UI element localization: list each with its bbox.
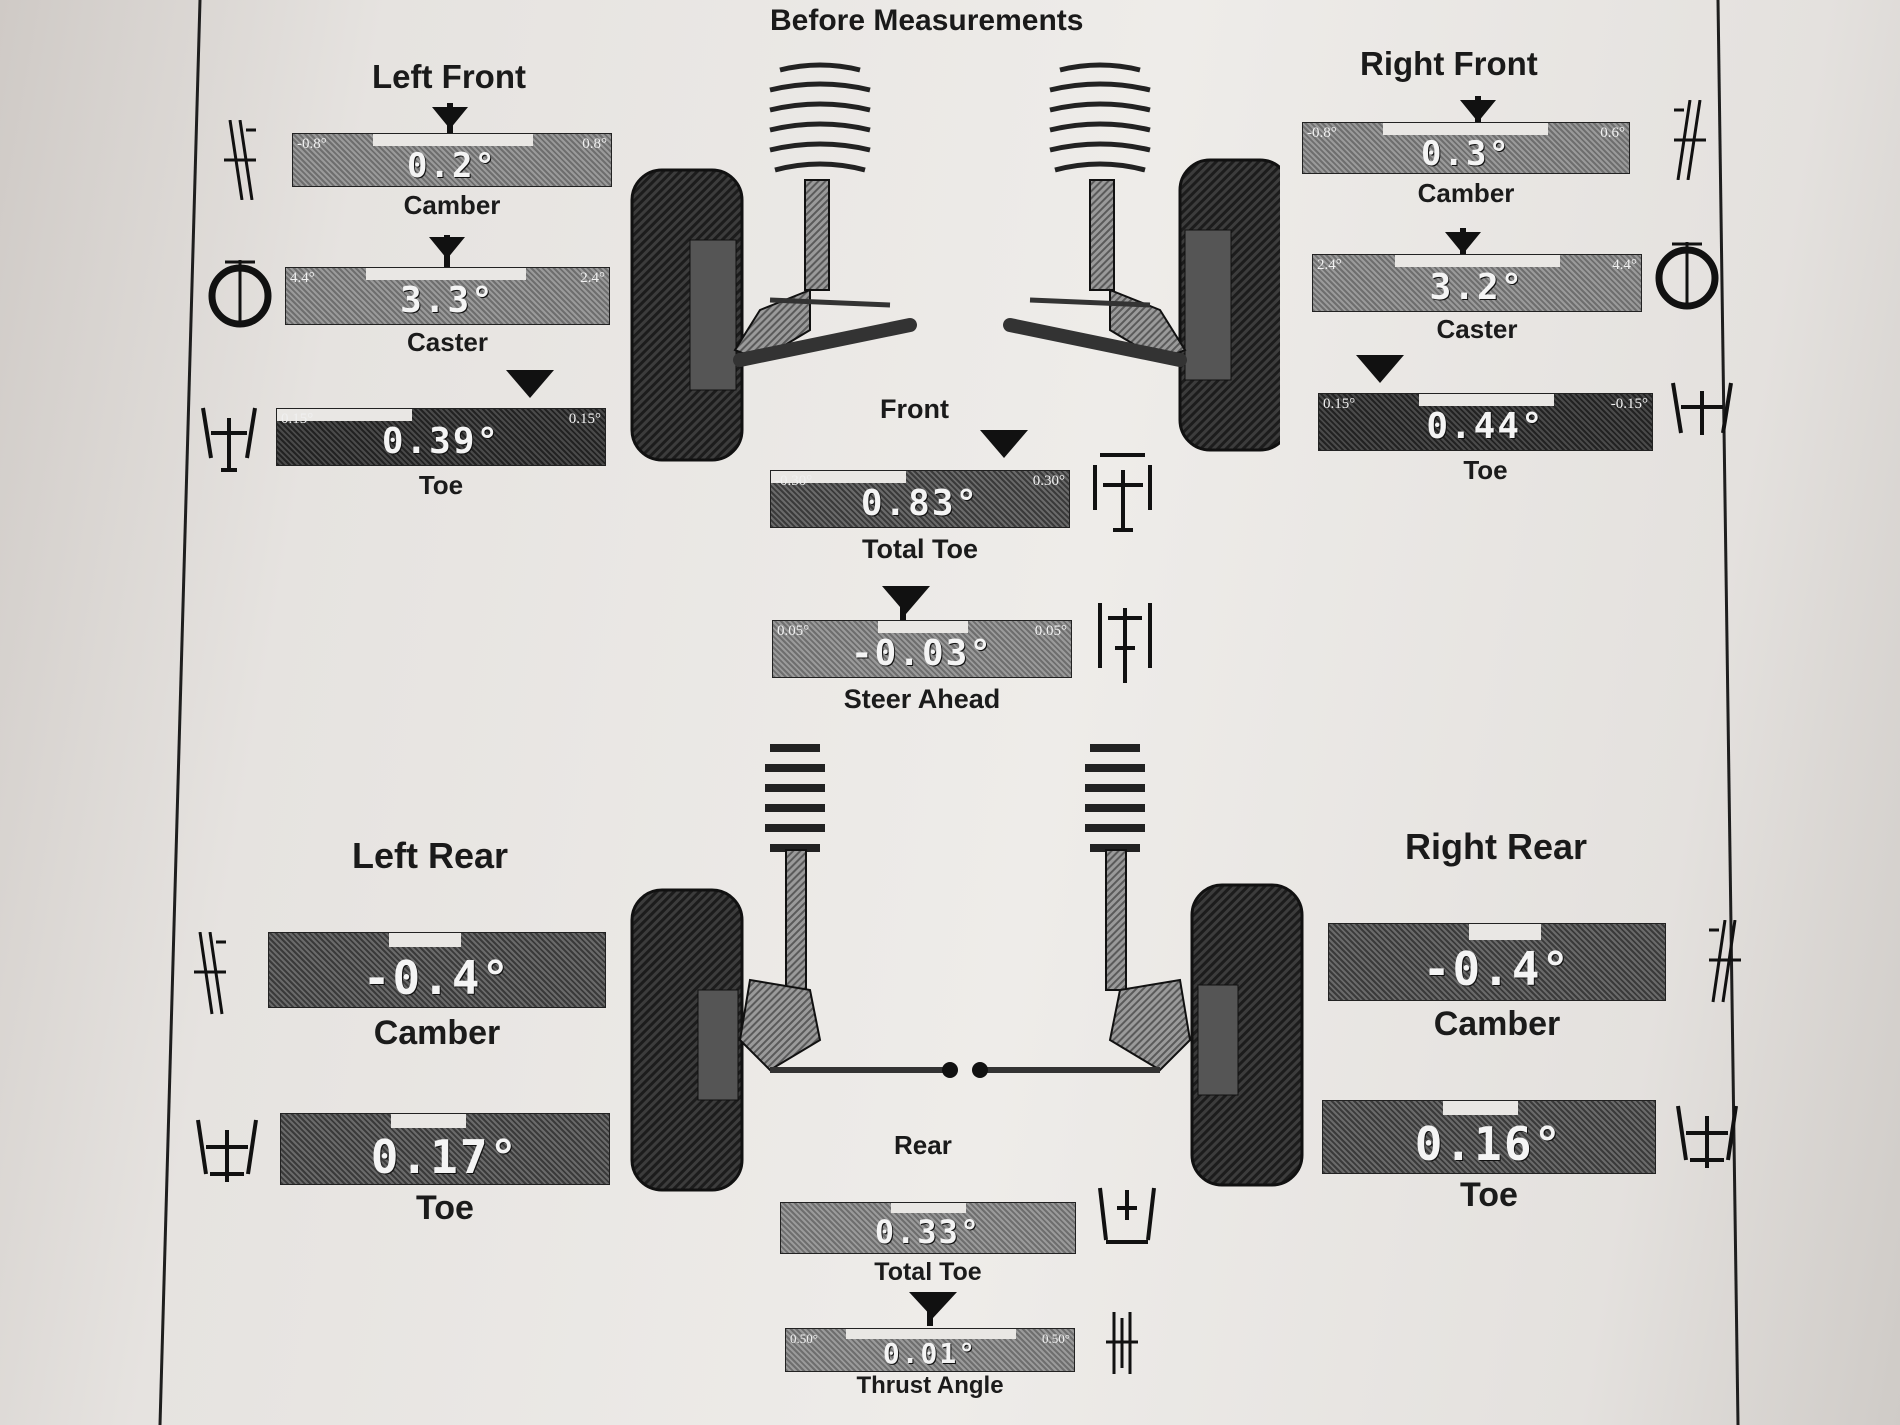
left-front-caster-value: 3.3°	[400, 280, 495, 321]
steer-ahead-gauge: 0.05° 0.05° -0.03° Steer Ahead	[772, 580, 1072, 720]
wheel-tire	[630, 888, 744, 1192]
strut-assembly	[733, 62, 917, 367]
rear-total-toe-value: 0.33°	[874, 1213, 982, 1251]
right-rear-toe-label: Toe	[1460, 1176, 1518, 1214]
left-front-toe-label: Toe	[418, 470, 464, 500]
toe-icon	[1676, 1105, 1738, 1168]
right-rear-title: Right Rear	[1405, 826, 1588, 867]
left-front-camber-value: 0.2°	[407, 146, 497, 186]
front-total-toe-gauge: -0.30° 0.30° 0.83° Total Toe	[770, 430, 1070, 570]
right-front-title: Right Front	[1360, 45, 1538, 82]
wheel-tire	[1190, 883, 1304, 1187]
right-front-caster-min: 2.4°	[1317, 257, 1342, 273]
camber-icon	[194, 932, 226, 1015]
steer-ahead-label: Steer Ahead	[843, 684, 1001, 714]
right-front-camber-value: 0.3°	[1421, 134, 1511, 174]
page-title: Before Measurements	[770, 4, 1084, 37]
left-front-toe-gauge: 0.15° 0.15° 0.39° Toe	[276, 370, 606, 510]
right-rear-toe-gauge: 0.16° Toe	[1322, 1100, 1656, 1220]
steer-ahead-value: -0.03°	[850, 633, 994, 674]
right-front-camber-max: 0.6°	[1600, 125, 1625, 141]
left-front-camber-max: 0.8°	[582, 136, 607, 152]
thrust-angle-value: 0.01°	[882, 1337, 978, 1370]
strut-assembly	[1003, 62, 1187, 367]
left-rear-toe-gauge: 0.17° Toe	[280, 1113, 610, 1233]
steer-ahead-max: 0.05°	[1034, 623, 1067, 639]
right-front-caster-gauge: 2.4° 4.4° 3.2° Caster	[1312, 222, 1642, 360]
strut-assembly	[972, 744, 1192, 1078]
thrust-angle-label: Thrust Angle	[856, 1372, 1004, 1399]
left-front-toe-max: 0.15°	[568, 411, 601, 427]
caster-icon	[208, 260, 272, 328]
rear-suspension-illustration	[630, 744, 1304, 1192]
right-rear-toe-value: 0.16°	[1414, 1117, 1564, 1171]
left-front-camber-gauge: -0.8° 0.8° 0.2° Camber	[292, 95, 612, 225]
wheel-tire	[1178, 158, 1280, 452]
front-total-toe-min: -0.30°	[775, 473, 813, 489]
left-front-toe-value: 0.39°	[381, 421, 501, 462]
thrust-angle-min: 0.50°	[790, 1331, 818, 1346]
toe-icon	[196, 1119, 258, 1182]
rear-section-label: Rear	[894, 1130, 952, 1160]
total-toe-icon	[1098, 1187, 1156, 1244]
left-front-caster-gauge: 4.4° 2.4° 3.3° Caster	[285, 225, 610, 365]
left-rear-camber-value: -0.4°	[362, 951, 512, 1005]
front-total-toe-label: Total Toe	[862, 534, 978, 564]
left-rear-camber-gauge: -0.4° Camber	[268, 932, 606, 1062]
front-total-toe-value: 0.83°	[860, 483, 980, 524]
right-front-toe-max: -0.15°	[1610, 396, 1648, 412]
front-total-toe-max: 0.30°	[1032, 473, 1065, 489]
right-front-camber-label: Camber	[1417, 178, 1515, 208]
camber-icon	[1709, 920, 1741, 1003]
left-front-caster-min: 4.4°	[290, 270, 315, 286]
left-rear-camber-label: Camber	[373, 1014, 501, 1052]
left-front-title: Left Front	[372, 58, 526, 95]
right-front-toe-gauge: 0.15° -0.15° 0.44° Toe	[1318, 355, 1653, 495]
left-front-caster-max: 2.4°	[580, 270, 605, 286]
wheel-tire	[630, 168, 744, 462]
strut-assembly	[738, 744, 958, 1078]
right-front-camber-gauge: -0.8° 0.6° 0.3° Camber	[1302, 90, 1630, 215]
left-front-camber-label: Camber	[403, 190, 501, 220]
right-front-toe-value: 0.44°	[1426, 406, 1545, 447]
right-rear-camber-value: -0.4°	[1422, 942, 1572, 996]
camber-icon	[1674, 100, 1706, 180]
thrust-angle-icon	[1106, 1312, 1138, 1374]
steer-ahead-min: 0.05°	[777, 623, 810, 639]
right-front-caster-value: 3.2°	[1429, 267, 1525, 308]
front-section-label: Front	[880, 394, 949, 424]
right-front-toe-label: Toe	[1463, 455, 1508, 485]
left-rear-toe-label: Toe	[416, 1189, 474, 1227]
right-front-toe-min: 0.15°	[1323, 396, 1356, 412]
right-rear-camber-label: Camber	[1433, 1005, 1561, 1043]
front-suspension-illustration	[630, 62, 1280, 462]
camber-icon	[224, 120, 256, 200]
total-toe-icon	[1093, 453, 1152, 532]
steer-ahead-icon	[1098, 603, 1152, 683]
right-front-camber-min: -0.8°	[1307, 125, 1337, 141]
right-rear-camber-gauge: -0.4° Camber	[1328, 923, 1666, 1053]
rear-total-toe-gauge: 0.33° Total Toe	[780, 1202, 1076, 1292]
left-front-toe-min: 0.15°	[281, 411, 314, 427]
thrust-angle-gauge: 0.50° 0.50° 0.01° Thrust Angle	[785, 1292, 1075, 1407]
left-front-caster-label: Caster	[407, 327, 488, 357]
right-front-caster-max: 4.4°	[1612, 257, 1637, 273]
left-front-camber-min: -0.8°	[297, 136, 327, 152]
toe-icon	[1671, 382, 1733, 435]
rear-total-toe-label: Total Toe	[874, 1258, 982, 1286]
left-rear-toe-value: 0.17°	[370, 1130, 520, 1184]
caster-icon	[1655, 242, 1719, 310]
right-front-caster-label: Caster	[1436, 314, 1518, 344]
thrust-angle-max: 0.50°	[1042, 1331, 1070, 1346]
toe-icon	[201, 407, 257, 472]
left-rear-title: Left Rear	[352, 835, 509, 876]
